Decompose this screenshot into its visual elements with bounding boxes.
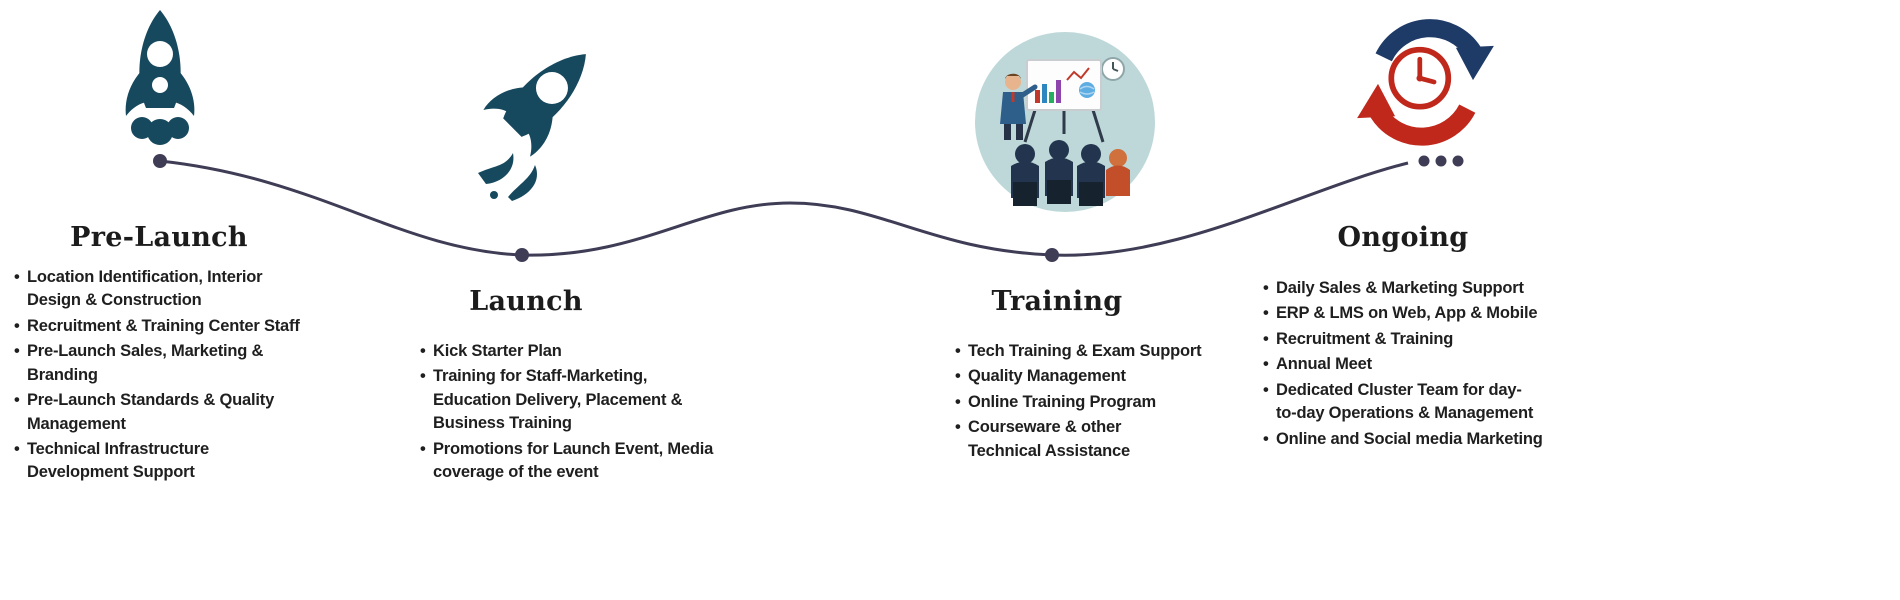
ongoing-cycle-icon — [1357, 19, 1494, 146]
list-item: Online Training Program — [955, 391, 1235, 415]
stage-title-prelaunch: Pre-Launch — [70, 222, 248, 253]
timeline-curve — [159, 159, 1409, 257]
audience-figures — [1011, 140, 1130, 206]
red-cycle-arrow — [1357, 83, 1476, 146]
whiteboard — [1023, 59, 1105, 143]
list-item: Courseware & other Technical Assistance — [955, 416, 1235, 463]
stage-list-ongoing: Daily Sales & Marketing Support ERP & LM… — [1263, 277, 1563, 453]
presenter-figure — [1000, 73, 1038, 140]
rocket-launch-icon — [478, 54, 586, 201]
rocket-exhaust-cloud — [131, 117, 189, 145]
list-item: Dedicated Cluster Team for day- to-day O… — [1263, 379, 1563, 426]
list-item: Quality Management — [955, 365, 1235, 389]
list-item: Tech Training & Exam Support — [955, 340, 1235, 364]
rocket-flames — [478, 153, 538, 201]
stage-list-training: Tech Training & Exam Support Quality Man… — [955, 340, 1235, 465]
wall-clock-icon — [1101, 57, 1125, 81]
list-item: Online and Social media Marketing — [1263, 428, 1563, 452]
stage-title-training: Training — [991, 286, 1123, 317]
navy-cycle-arrow — [1375, 19, 1494, 81]
list-item: Recruitment & Training — [1263, 328, 1563, 352]
list-item: Pre-Launch Standards & Quality Managemen… — [14, 389, 304, 436]
list-item: Location Identification, Interior Design… — [14, 266, 304, 313]
stage-title-launch: Launch — [469, 286, 583, 317]
stage-list-prelaunch: Location Identification, Interior Design… — [14, 266, 304, 487]
clock-icon — [1388, 46, 1452, 110]
list-item: ERP & LMS on Web, App & Mobile — [1263, 302, 1563, 326]
list-item: Training for Staff-Marketing, Education … — [420, 365, 720, 435]
stage-title-ongoing: Ongoing — [1337, 222, 1469, 253]
training-presentation-icon — [975, 32, 1155, 212]
list-item: Promotions for Launch Event, Media cover… — [420, 438, 720, 485]
list-item: Kick Starter Plan — [420, 340, 720, 364]
milestone-dot-training — [1045, 248, 1059, 262]
list-item: Recruitment & Training Center Staff — [14, 315, 304, 339]
rocket-icon — [125, 10, 195, 145]
list-item: Annual Meet — [1263, 353, 1563, 377]
stage-list-launch: Kick Starter Plan Training for Staff-Mar… — [420, 340, 720, 487]
milestone-dot-launch — [515, 248, 529, 262]
list-item: Daily Sales & Marketing Support — [1263, 277, 1563, 301]
list-item: Pre-Launch Sales, Marketing & Branding — [14, 340, 304, 387]
list-item: Technical Infrastructure Development Sup… — [14, 438, 304, 485]
